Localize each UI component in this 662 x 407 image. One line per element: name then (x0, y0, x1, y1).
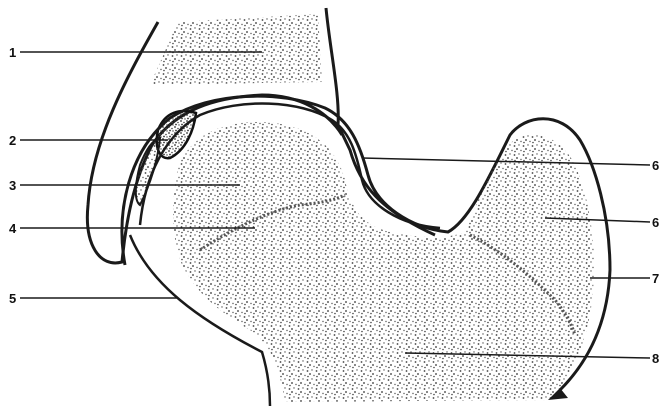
label-1: 1 (9, 46, 16, 59)
label-5: 5 (9, 292, 16, 305)
label-3: 3 (9, 179, 16, 192)
label-6b: 6 (652, 216, 659, 229)
label-4: 4 (9, 222, 16, 235)
labrum-strip (136, 138, 160, 205)
femoral-head (173, 122, 594, 402)
label-7: 7 (652, 272, 659, 285)
label-6a: 6 (652, 159, 659, 172)
label-2: 2 (9, 134, 16, 147)
label-8: 8 (652, 352, 659, 365)
pelvis-bone (150, 14, 322, 85)
